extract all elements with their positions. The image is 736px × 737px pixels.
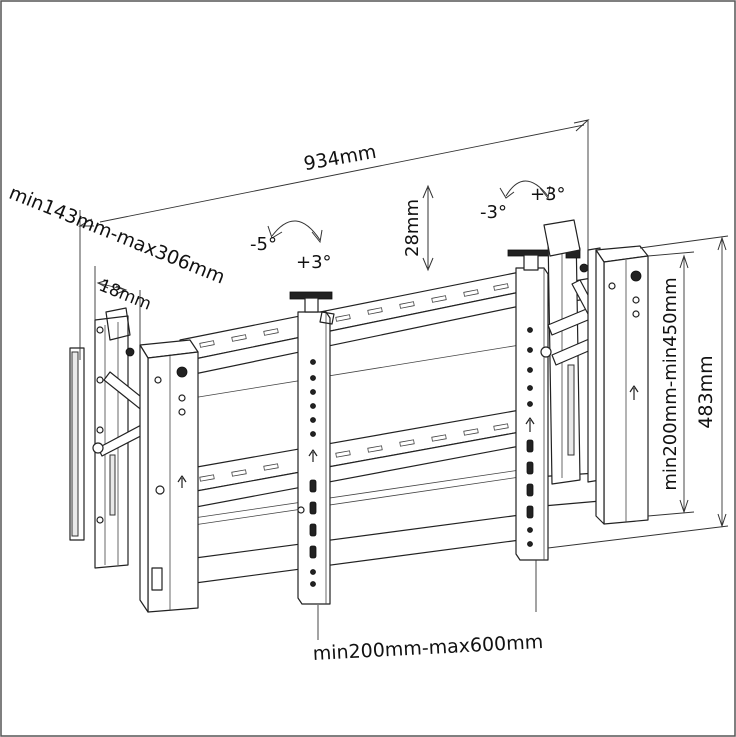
- center-vertical-plate: [289, 291, 335, 605]
- label-tilt-right-pos: +3°: [530, 184, 566, 205]
- label-depth-range: min143mm-max306mm: [6, 182, 228, 289]
- label-height-total: 483mm: [695, 355, 717, 428]
- dimension-depth: [94, 266, 141, 345]
- slots-bottom: [199, 423, 509, 482]
- label-spacing: min200mm-max600mm: [312, 631, 543, 665]
- right-vertical-plate: [507, 249, 551, 561]
- label-width-total: 934mm: [302, 141, 378, 175]
- label-depth-min: 18mm: [96, 276, 154, 315]
- dimension-vertical-range: [647, 251, 695, 517]
- dimension-width: [78, 119, 590, 360]
- vertical-adjust-arrow: [422, 184, 434, 272]
- slots-top: [199, 283, 509, 348]
- label-tilt-right-neg: -3°: [480, 202, 507, 223]
- tilt-arrows-right: [499, 180, 551, 200]
- left-front-column: [139, 339, 199, 613]
- label-vertical-adjust: 28mm: [402, 199, 423, 257]
- right-front-column: [595, 245, 649, 525]
- label-tilt-left-neg: -5°: [250, 234, 277, 255]
- dimension-height: [547, 235, 729, 549]
- tilt-arrows-left: [267, 220, 323, 244]
- dimension-spacing: [317, 560, 537, 640]
- label-vertical-range: min200mm-min450mm: [660, 277, 681, 490]
- label-tilt-left-pos: +3°: [296, 252, 332, 273]
